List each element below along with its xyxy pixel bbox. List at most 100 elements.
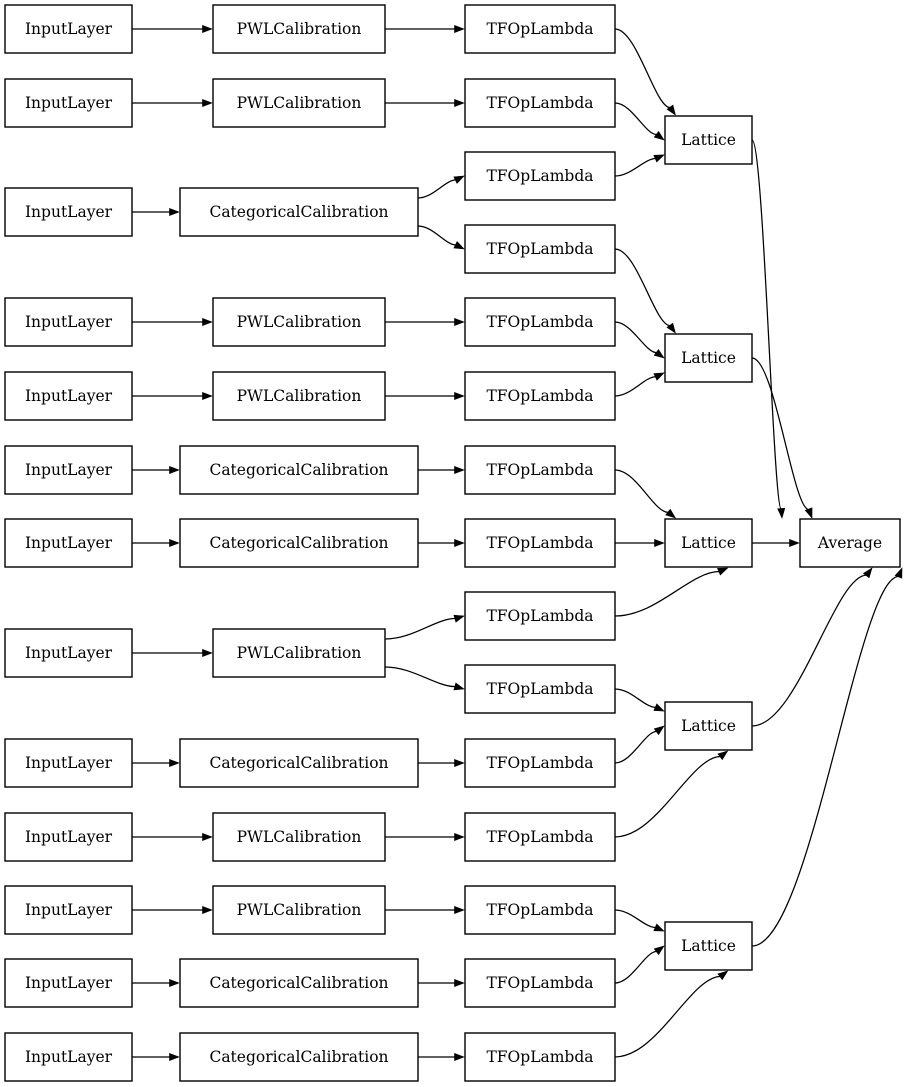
node-categorical-calibration-cal13[interactable]: CategoricalCalibration (179, 1032, 419, 1082)
edge-tfop-lambda-to-lattice (614, 102, 657, 136)
node-pwlcalibration-cal4[interactable]: PWLCalibration (212, 297, 386, 347)
node-tfop-lambda-op4[interactable]: TFOpLambda (464, 224, 616, 274)
node-tfop-lambda-op1[interactable]: TFOpLambda (464, 4, 616, 54)
node-box[interactable] (212, 78, 386, 128)
node-box[interactable] (4, 1032, 133, 1082)
node-box[interactable] (4, 4, 133, 54)
node-input-layer-in9[interactable]: InputLayer (4, 738, 133, 788)
node-tfop-lambda-op11[interactable]: TFOpLambda (464, 738, 616, 788)
node-tfop-lambda-op3[interactable]: TFOpLambda (464, 151, 616, 201)
node-tfop-lambda-op8[interactable]: TFOpLambda (464, 518, 616, 568)
node-box[interactable] (464, 738, 616, 788)
node-box[interactable] (179, 518, 419, 568)
node-box[interactable] (212, 297, 386, 347)
node-average-avg[interactable]: Average (799, 518, 901, 568)
node-box[interactable] (464, 518, 616, 568)
node-pwlcalibration-cal5[interactable]: PWLCalibration (212, 371, 386, 421)
node-tfop-lambda-op12[interactable]: TFOpLambda (464, 812, 616, 862)
node-box[interactable] (464, 885, 616, 935)
node-box[interactable] (4, 628, 133, 678)
node-box[interactable] (664, 921, 753, 971)
node-box[interactable] (179, 738, 419, 788)
node-box[interactable] (212, 812, 386, 862)
node-input-layer-in3[interactable]: InputLayer (4, 187, 133, 237)
node-input-layer-in12[interactable]: InputLayer (4, 958, 133, 1008)
node-categorical-calibration-cal12[interactable]: CategoricalCalibration (179, 958, 419, 1008)
node-input-layer-in8[interactable]: InputLayer (4, 628, 133, 678)
node-box[interactable] (664, 518, 753, 568)
node-box[interactable] (464, 664, 616, 714)
arrowhead-icon (169, 1052, 180, 1062)
node-input-layer-in2[interactable]: InputLayer (4, 78, 133, 128)
node-lattice-lat4[interactable]: Lattice (664, 701, 753, 751)
node-box[interactable] (464, 151, 616, 201)
node-box[interactable] (212, 885, 386, 935)
node-box[interactable] (4, 297, 133, 347)
node-box[interactable] (4, 812, 133, 862)
node-box[interactable] (4, 885, 133, 935)
node-tfop-lambda-op13[interactable]: TFOpLambda (464, 885, 616, 935)
node-box[interactable] (464, 445, 616, 495)
node-categorical-calibration-cal7[interactable]: CategoricalCalibration (179, 518, 419, 568)
node-box[interactable] (464, 958, 616, 1008)
node-tfop-lambda-op15[interactable]: TFOpLambda (464, 1032, 616, 1082)
node-input-layer-in13[interactable]: InputLayer (4, 1032, 133, 1082)
node-box[interactable] (464, 371, 616, 421)
arrowhead-icon (717, 970, 729, 981)
node-pwlcalibration-cal8[interactable]: PWLCalibration (212, 628, 386, 678)
node-pwlcalibration-cal2[interactable]: PWLCalibration (212, 78, 386, 128)
node-lattice-lat2[interactable]: Lattice (664, 333, 753, 383)
node-box[interactable] (4, 958, 133, 1008)
node-lattice-lat3[interactable]: Lattice (664, 518, 753, 568)
node-tfop-lambda-op14[interactable]: TFOpLambda (464, 958, 616, 1008)
node-tfop-lambda-op5[interactable]: TFOpLambda (464, 297, 616, 347)
node-input-layer-in10[interactable]: InputLayer (4, 812, 133, 862)
node-box[interactable] (464, 4, 616, 54)
node-pwlcalibration-cal1[interactable]: PWLCalibration (212, 4, 386, 54)
node-categorical-calibration-cal9[interactable]: CategoricalCalibration (179, 738, 419, 788)
node-lattice-lat1[interactable]: Lattice (664, 115, 753, 165)
node-categorical-calibration-cal6[interactable]: CategoricalCalibration (179, 445, 419, 495)
node-box[interactable] (179, 445, 419, 495)
node-box[interactable] (179, 958, 419, 1008)
node-box[interactable] (212, 371, 386, 421)
node-lattice-lat5[interactable]: Lattice (664, 921, 753, 971)
node-box[interactable] (664, 333, 753, 383)
node-input-layer-in4[interactable]: InputLayer (4, 297, 133, 347)
node-categorical-calibration-cal3[interactable]: CategoricalCalibration (179, 187, 419, 237)
node-tfop-lambda-op2[interactable]: TFOpLambda (464, 78, 616, 128)
node-box[interactable] (4, 518, 133, 568)
node-input-layer-in1[interactable]: InputLayer (4, 4, 133, 54)
node-box[interactable] (179, 1032, 419, 1082)
edge-lattice-to-average (751, 575, 899, 947)
node-box[interactable] (464, 591, 616, 641)
node-box[interactable] (464, 78, 616, 128)
node-input-layer-in5[interactable]: InputLayer (4, 371, 133, 421)
node-tfop-lambda-op9[interactable]: TFOpLambda (464, 591, 616, 641)
node-box[interactable] (464, 812, 616, 862)
node-box[interactable] (464, 297, 616, 347)
edge-pwlcalibration-to-tfop-lambda (384, 617, 456, 640)
node-box[interactable] (212, 628, 386, 678)
node-box[interactable] (179, 187, 419, 237)
node-box[interactable] (464, 1032, 616, 1082)
node-box[interactable] (4, 78, 133, 128)
node-box[interactable] (664, 701, 753, 751)
node-tfop-lambda-op7[interactable]: TFOpLambda (464, 445, 616, 495)
node-box[interactable] (212, 4, 386, 54)
node-box[interactable] (4, 371, 133, 421)
node-box[interactable] (464, 224, 616, 274)
node-input-layer-in7[interactable]: InputLayer (4, 518, 133, 568)
node-tfop-lambda-op10[interactable]: TFOpLambda (464, 664, 616, 714)
node-box[interactable] (664, 115, 753, 165)
node-pwlcalibration-cal10[interactable]: PWLCalibration (212, 812, 386, 862)
node-box[interactable] (4, 738, 133, 788)
node-pwlcalibration-cal11[interactable]: PWLCalibration (212, 885, 386, 935)
node-box[interactable] (799, 518, 901, 568)
node-box[interactable] (4, 187, 133, 237)
node-tfop-lambda-op6[interactable]: TFOpLambda (464, 371, 616, 421)
node-box[interactable] (4, 445, 133, 495)
arrowhead-icon (666, 104, 676, 116)
node-input-layer-in11[interactable]: InputLayer (4, 885, 133, 935)
node-input-layer-in6[interactable]: InputLayer (4, 445, 133, 495)
